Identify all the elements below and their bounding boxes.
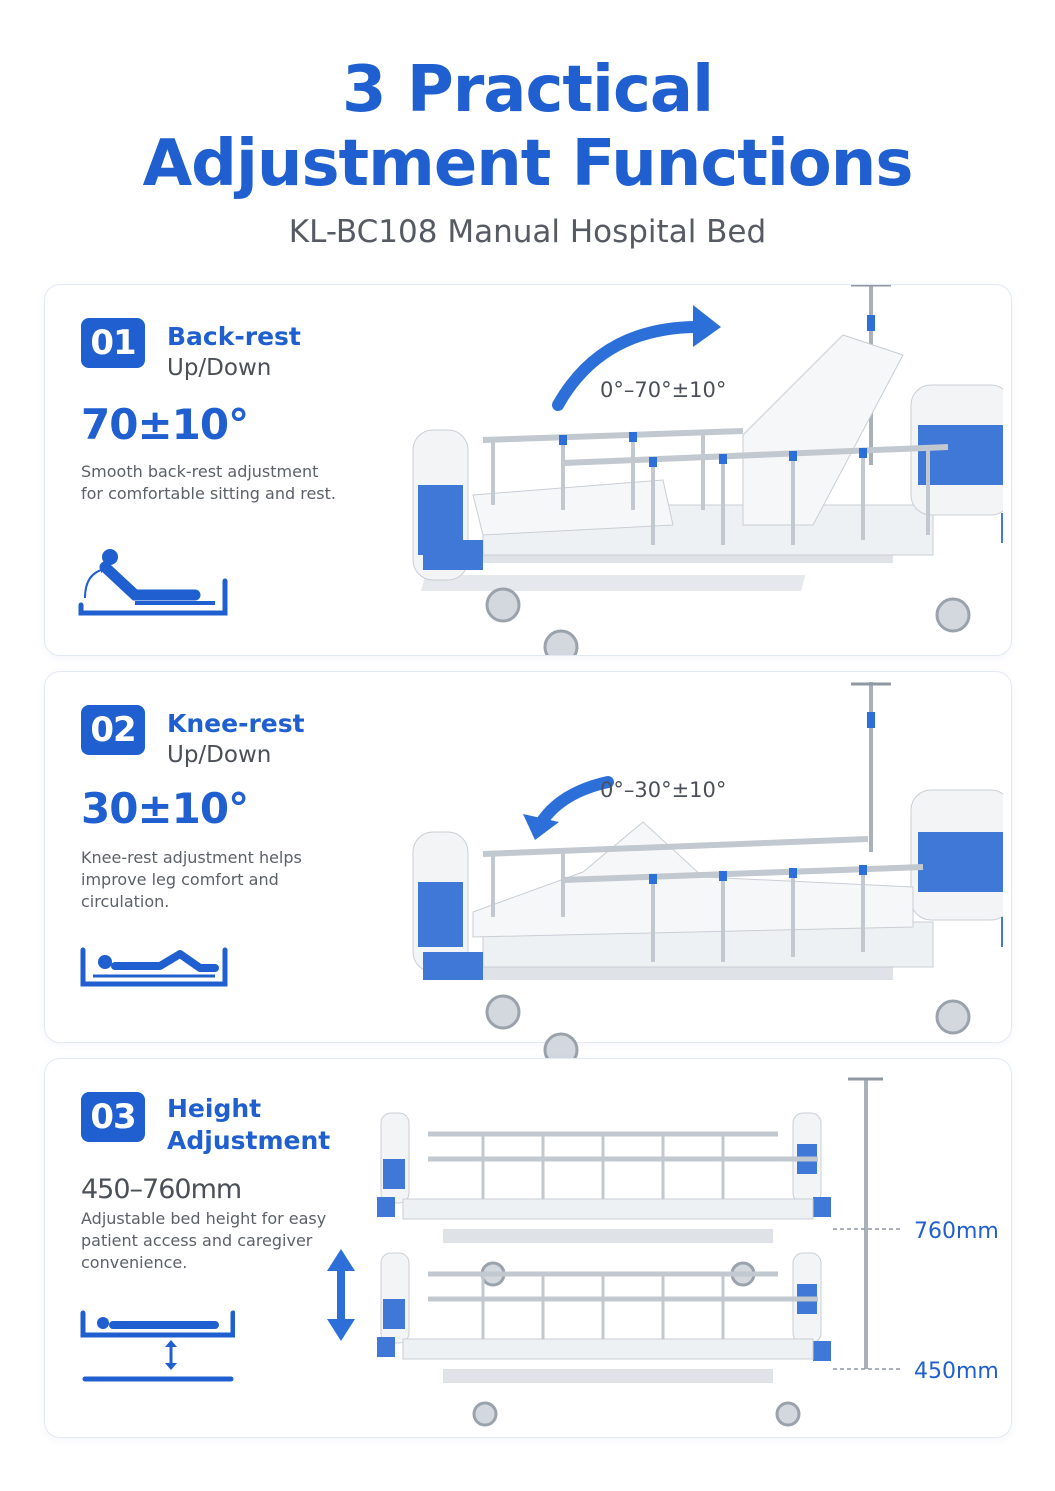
function-number-badge: 03 — [81, 1092, 145, 1142]
function-value: 30±10° — [81, 784, 249, 833]
page-title-line1: 3 Practical — [342, 53, 714, 127]
bed-height-illustration — [377, 1077, 903, 1427]
function-description: Smooth back-rest adjustment for comforta… — [81, 462, 336, 503]
height-low-label: 450mm — [914, 1359, 999, 1384]
function-title: Height — [167, 1094, 262, 1123]
function-subtitle: Up/Down — [167, 742, 272, 768]
knee-rest-icon — [80, 947, 228, 987]
function-description: Adjustable bed height for easy patient a… — [81, 1209, 327, 1272]
function-subtitle: Adjustment — [167, 1126, 331, 1155]
height-icon — [80, 1310, 235, 1382]
function-title: Back-rest — [167, 322, 301, 351]
rotate-arrow-icon — [693, 305, 721, 347]
bed-backrest-illustration — [412, 285, 1003, 655]
function-value: 70±10° — [81, 400, 249, 449]
function-description: Knee-rest adjustment helps improve leg c… — [81, 848, 302, 911]
function-number-badge: 01 — [81, 318, 145, 368]
page-subtitle: KL-BC108 Manual Hospital Bed — [288, 214, 767, 250]
angle-range-label: 0°–30°±10° — [600, 778, 727, 802]
function-value: 450–760mm — [81, 1174, 242, 1205]
back-rest-icon — [78, 549, 228, 616]
function-title: Knee-rest — [167, 709, 305, 738]
function-card-back-rest: 01 Back-rest Up/Down 70±10° Smooth back-… — [44, 284, 1012, 656]
function-card-height: 03 Height Adjustment 450–760mm Adjustabl… — [44, 1058, 1012, 1438]
function-number-badge: 02 — [81, 705, 145, 755]
page-title-line2: Adjustment Functions — [142, 127, 914, 201]
function-subtitle: Up/Down — [167, 355, 272, 381]
bed-kneerest-illustration — [412, 682, 1003, 1068]
rotate-arrow-icon — [523, 814, 559, 840]
function-card-knee-rest: 02 Knee-rest Up/Down 30±10° Knee-rest ad… — [44, 671, 1012, 1068]
double-arrow-icon — [327, 1249, 355, 1341]
height-high-label: 760mm — [914, 1219, 999, 1244]
angle-range-label: 0°–70°±10° — [600, 378, 727, 402]
